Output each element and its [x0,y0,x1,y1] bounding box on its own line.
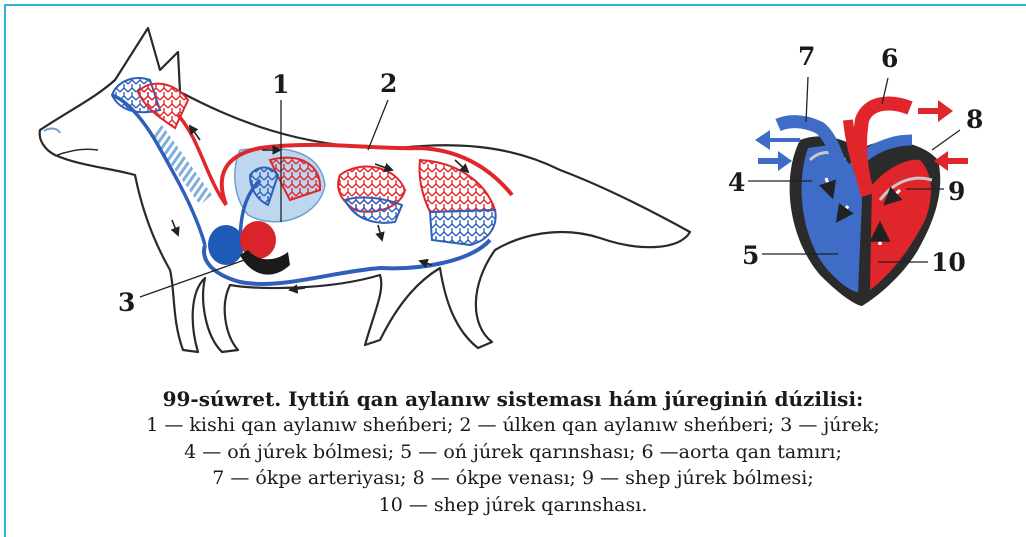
flow-arrow [378,225,382,240]
label-5: 5 [742,241,759,270]
label-3: 3 [118,288,135,317]
dog-circulation-diagram: 1 2 3 [40,28,690,352]
venous-entry-arrow [758,151,792,171]
leader-line-2 [368,100,388,150]
leader-line-3 [140,258,250,297]
caption-line-1: 1 — kishi qan aylanıw sheńberi; 2 — úlke… [0,412,1026,439]
venous-exit-arrow-left [755,130,800,150]
caption-line-2: 4 — oń júrek bólmesi; 5 — oń júrek qarın… [0,439,1026,466]
leader-line-7 [806,77,808,122]
label-10: 10 [931,248,966,277]
arterial-exit-arrow [918,100,953,122]
organ-capillary-1-blue [345,198,402,223]
heart-right-blue [208,225,244,265]
label-6: 6 [881,44,898,73]
label-4: 4 [728,168,745,197]
label-1: 1 [272,70,289,99]
label-9: 9 [948,177,965,206]
label-8: 8 [966,105,983,134]
dog-heart [208,221,290,275]
heart-structure-diagram: 4 5 6 7 8 9 10 [728,42,983,306]
figure: 1 2 3 4 [0,0,1026,380]
figure-caption: 99-súwret. Iyttiń qan aylanıw sisteması … [0,386,1026,518]
label-2: 2 [380,69,397,98]
caption-line-3: 7 — ókpe arteriyası; 8 — ókpe venası; 9 … [0,465,1026,492]
dog-nose [44,129,60,133]
flow-arrow [172,220,178,235]
label-7: 7 [798,42,815,71]
caption-title: 99-súwret. Iyttiń qan aylanıw sisteması … [0,386,1026,412]
caption-line-4: 10 — shep júrek qarınshası. [0,492,1026,519]
organ-capillary-2-blue [430,210,496,245]
dog-mouth [55,149,98,156]
trachea [150,125,212,205]
leader-line-8 [932,130,960,150]
